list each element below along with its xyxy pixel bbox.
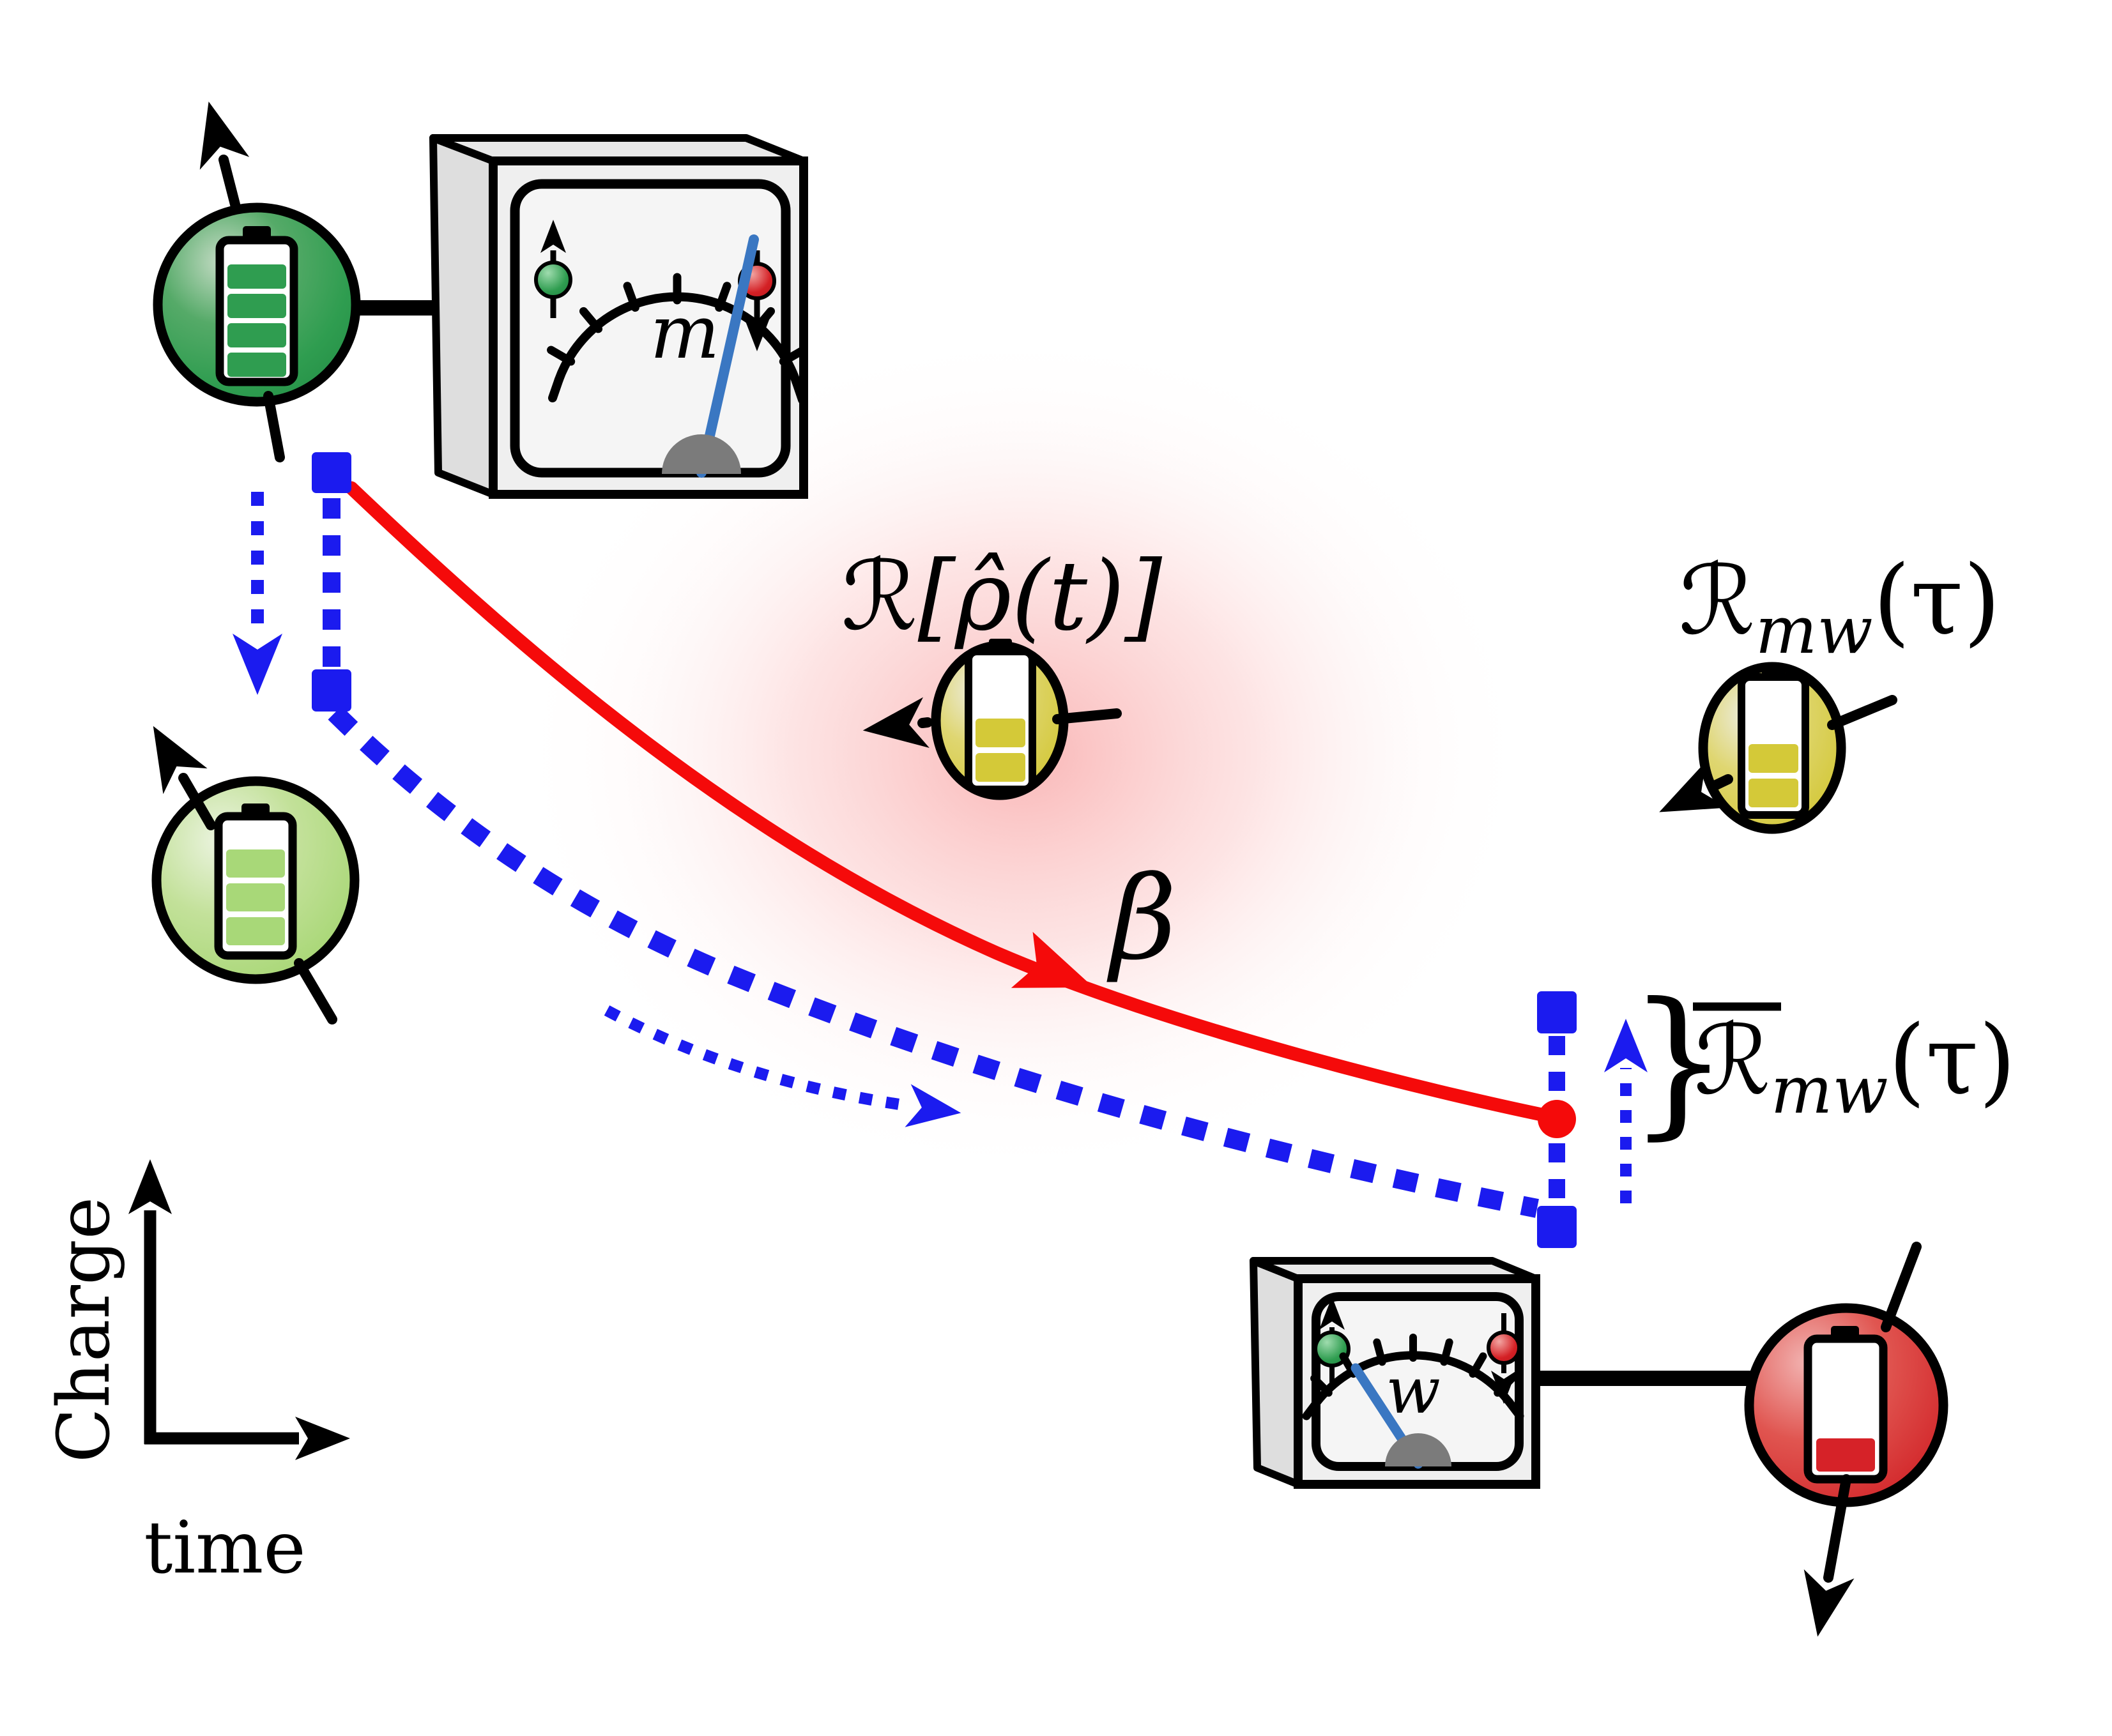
qubit-discharged [1744,1242,1948,1637]
brace-right: } [1628,968,1729,1154]
relaxation-curve-arrowhead [1011,932,1094,988]
battery-segment [1749,779,1798,807]
scale-ticks [547,273,807,366]
mw-avg-label: ℛmw(τ) [1694,1005,2016,1129]
red-down-ball-icon [1487,1330,1521,1365]
battery-segment [226,849,285,878]
meter-scale-arc [547,273,807,404]
spin-axis-rod [263,391,285,462]
spin-axis-rod [1052,708,1122,724]
spin-axis-rod [1881,1242,1922,1332]
meter-w-label: w [1386,1353,1441,1428]
battery-icon [1738,664,1809,819]
battery-segment [976,753,1025,782]
meter-m-label: m [650,290,719,376]
qubit-post-measurement [151,726,360,1024]
spin-left-arrow-icon [862,697,933,748]
battery-icon [214,803,297,960]
tpm-point-first-m [312,452,351,493]
spin-up-left-arrow-icon [153,726,216,830]
battery-segment [227,264,286,289]
meter-pivot [1385,1433,1451,1466]
spin-axis-rod [1827,695,1897,730]
meter-w: w [1250,1257,1540,1489]
charge-time-axes [128,1159,350,1460]
process-label: ℛ[ρ̂(t)] [841,541,1163,652]
relaxation-curve [344,481,1564,1125]
spin-down-arrow-icon [1803,1474,1855,1637]
meter-side-face [429,134,497,498]
qubit-mw-reference [1659,662,1897,834]
tpm-point-second-lower [1537,1206,1577,1248]
tpm-point-first-collapsed [312,669,351,712]
battery-segment [1816,1438,1875,1472]
battery-segment [976,719,1025,747]
x-axis-label: time [144,1507,305,1590]
meter-needle [696,234,759,478]
spin-up-arrow-icon [199,101,250,209]
battery-segment [226,917,285,945]
tpm-dashed-curve [328,706,1539,1218]
beta-label: β [1106,852,1177,986]
tpm-point-second-upper [1537,991,1577,1033]
qubit-charged [153,101,361,462]
meter-pivot [662,434,741,474]
battery-icon [1803,1326,1888,1484]
meter-m: m [429,134,808,499]
green-up-ball-icon [534,261,572,299]
battery-icon [215,226,298,386]
y-axis-label: Charge [43,1197,126,1463]
spin-down-left-arrow-icon [1659,761,1733,812]
mw-dotted-arrow [604,1005,961,1127]
qubit-average-state [862,639,1122,800]
meter-scale-arc [1302,1334,1524,1420]
mw-label: ℛmw(τ) [1679,545,2001,669]
battery-segment [227,353,286,377]
scale-ticks [1310,1334,1516,1397]
battery-segment [227,323,286,347]
battery-icon [965,639,1036,793]
curve-endpoint-dot [1538,1100,1576,1138]
battery-segment [226,883,285,911]
battery-segment [227,294,286,318]
meter-side-face [1250,1257,1302,1488]
battery-segment [1749,744,1798,773]
spin-axis-rod [294,958,337,1024]
